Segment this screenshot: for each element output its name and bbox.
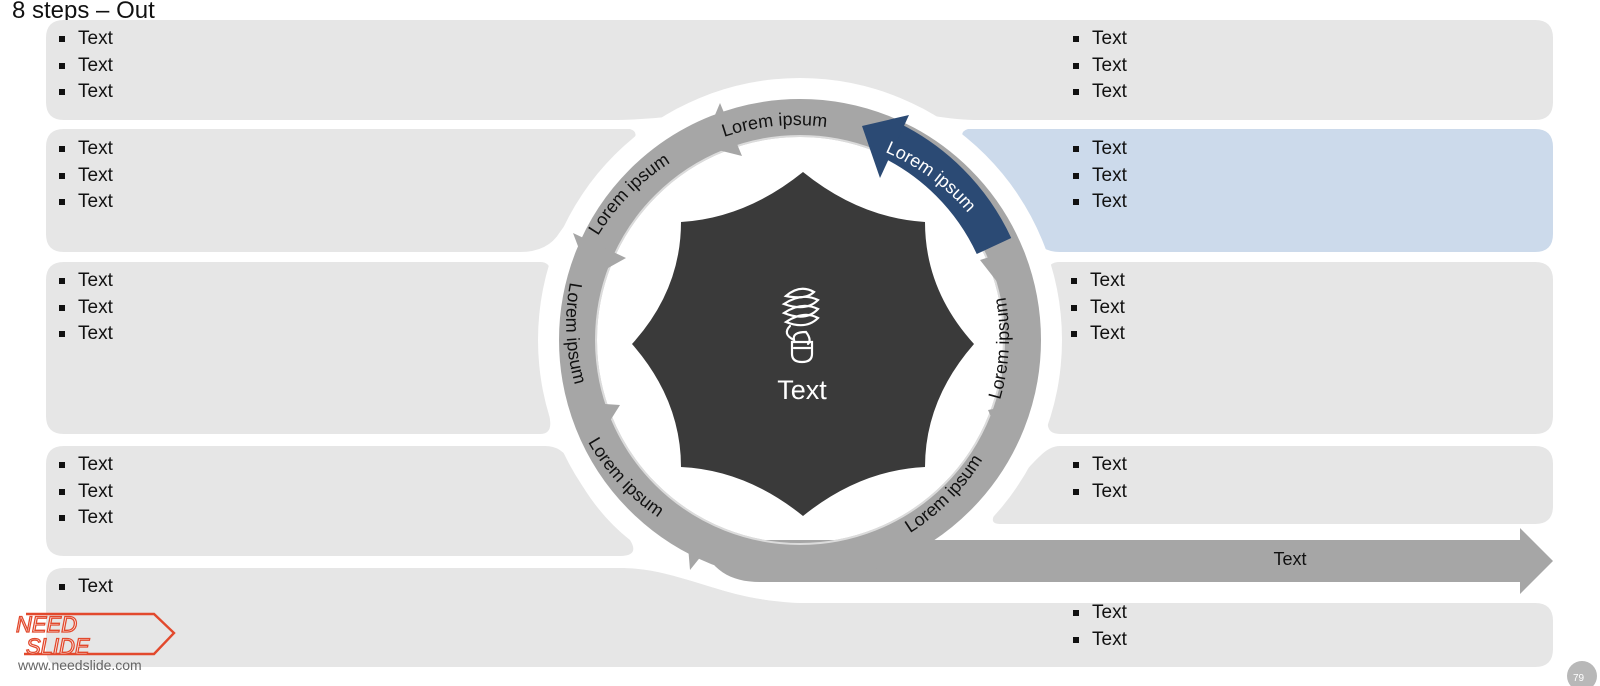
bullet-item: Text — [1070, 321, 1125, 348]
arrowhead-upper-left — [573, 233, 626, 278]
arrowhead-highlighted — [862, 115, 909, 178]
bullets-row1-right: Text Text Text — [1072, 26, 1127, 106]
panel-row2-left — [46, 129, 636, 252]
bullets-row1-left: Text Text Text — [58, 26, 113, 106]
bullet-item: Text — [1072, 627, 1127, 654]
panel-row2-right[interactable] — [962, 129, 1553, 252]
bullets-row5-left: Text — [58, 574, 113, 601]
bullets-row5-right: Text Text — [1072, 600, 1127, 653]
page-number: 79 — [1573, 673, 1585, 684]
bullet-item: Text — [58, 295, 113, 322]
bullet-item: Text — [1072, 600, 1127, 627]
panel-row5 — [46, 568, 1553, 667]
bullet-item: Text — [58, 26, 113, 53]
bullet-item: Text — [1070, 268, 1125, 295]
bullet-item: Text — [58, 163, 113, 190]
bullet-item: Text — [58, 189, 113, 216]
arrowhead-right — [980, 248, 1018, 292]
bullet-item: Text — [58, 268, 113, 295]
bullet-item: Text — [1072, 53, 1127, 80]
bullet-item: Text — [1070, 295, 1125, 322]
arrowhead-top — [702, 103, 742, 156]
bullets-row4-left: Text Text Text — [58, 452, 113, 532]
logo-need: NEED — [16, 612, 77, 637]
panel-row1 — [46, 20, 1553, 120]
arrowhead-lower-left — [686, 522, 714, 570]
bullet-item: Text — [58, 479, 113, 506]
bullets-row2-right: Text Text Text — [1072, 136, 1127, 216]
needslide-logo: NEED SLIDE — [15, 611, 176, 660]
arrowhead-lower-right — [988, 404, 1020, 448]
bullet-item: Text — [1072, 163, 1127, 190]
center-label: Text — [777, 375, 827, 405]
bullet-item: Text — [1072, 26, 1127, 53]
bullet-item: Text — [58, 505, 113, 532]
ring-divider — [595, 135, 1005, 545]
arrowhead-left — [575, 402, 620, 440]
bullet-item: Text — [58, 79, 113, 106]
bullets-row2-left: Text Text Text — [58, 136, 113, 216]
bullet-item: Text — [58, 53, 113, 80]
panel-row3-left — [46, 262, 551, 434]
logo-slide: SLIDE — [26, 634, 90, 659]
bullet-item: Text — [58, 574, 113, 601]
ring-step-highlighted[interactable] — [877, 120, 1012, 255]
center-star[interactable] — [632, 172, 974, 516]
bullet-item: Text — [58, 136, 113, 163]
page-number-badge — [1567, 661, 1597, 686]
panel-row4-right — [992, 446, 1553, 524]
bullet-item: Text — [1072, 79, 1127, 106]
bullet-item: Text — [1072, 189, 1127, 216]
bullets-row3-left: Text Text Text — [58, 268, 113, 348]
bullet-item: Text — [58, 452, 113, 479]
bullets-row3-right: Text Text Text — [1070, 268, 1125, 348]
website-url[interactable]: www.needslide.com — [18, 657, 142, 673]
bullets-row4-right: Text Text — [1072, 452, 1127, 505]
out-arrow-label: Text — [1273, 549, 1307, 569]
panel-row3-right — [1047, 262, 1553, 434]
process-ring — [559, 99, 1041, 581]
bullet-item: Text — [58, 321, 113, 348]
bullet-item: Text — [1072, 452, 1127, 479]
panel-row4-left — [46, 446, 634, 556]
bullet-item: Text — [1072, 479, 1127, 506]
bullet-item: Text — [1072, 136, 1127, 163]
lightbulb-icon — [781, 287, 820, 364]
